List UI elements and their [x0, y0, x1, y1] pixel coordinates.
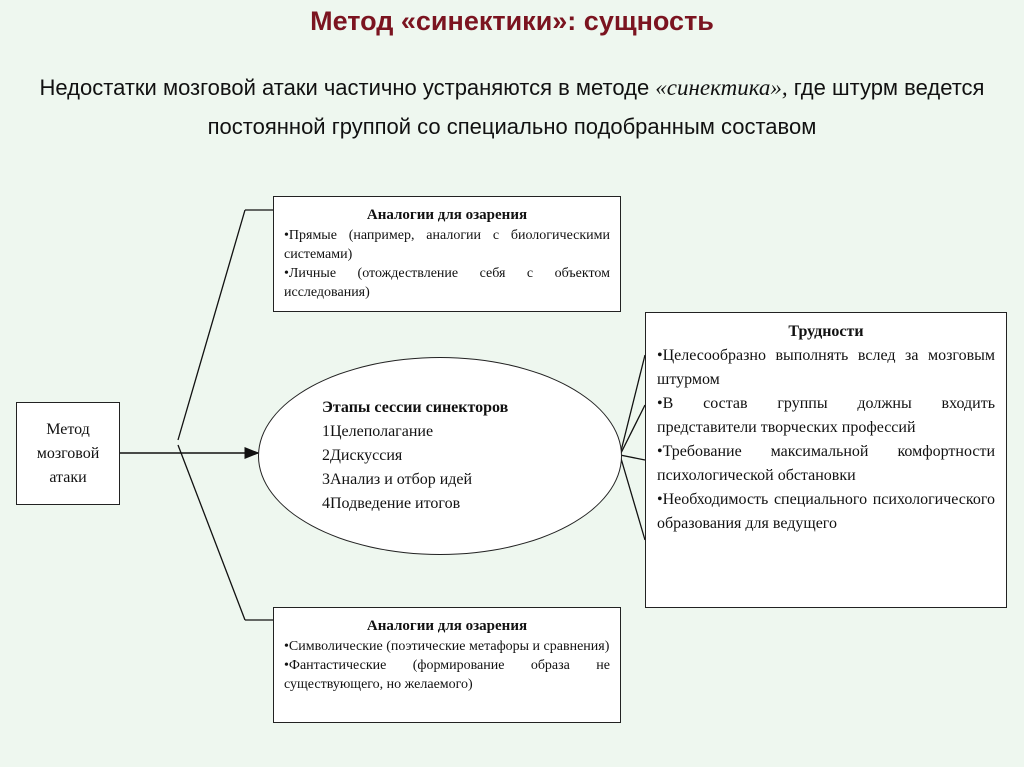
analogies-box-top: Аналогии для озарения •Прямые (например,…	[273, 196, 621, 312]
intro-part1: Недостатки мозговой атаки частично устра…	[39, 75, 656, 100]
intro-text: Недостатки мозговой атаки частично устра…	[30, 68, 994, 146]
connector-right-2	[619, 404, 646, 456]
analogies-box-bottom: Аналогии для озарения •Символические (по…	[273, 607, 621, 723]
stage-item-3: 3Анализ и отбор идей	[322, 471, 473, 488]
connector-right-4	[619, 454, 646, 541]
analogies-top-heading: Аналогии для озарения	[366, 207, 528, 223]
connector-bottom-branch	[177, 444, 246, 621]
connector-right-1	[619, 354, 646, 456]
session-stages-content: Этапы сессии синекторов 1Целеполагание 2…	[322, 396, 572, 516]
difficulty-item-2: •В состав группы должны входить представ…	[657, 395, 995, 436]
session-stages-ellipse	[258, 357, 622, 555]
stage-item-2: 2Дискуссия	[322, 447, 403, 464]
connector-top-branch	[177, 209, 246, 441]
intro-part2: где штурм ведется постоянной группой со …	[207, 75, 985, 139]
analogies-top-item-personal: •Личные (отождествление себя с объектом …	[284, 266, 610, 300]
analogies-top-item-direct: •Прямые (например, аналогии с биологичес…	[284, 228, 610, 262]
page-title: Метод «синектики»: сущность	[310, 6, 714, 36]
brainstorm-method-box: Метод мозговой атаки	[16, 402, 120, 505]
session-stages-heading: Этапы сессии синекторов	[322, 399, 509, 416]
difficulty-item-4: •Необходимость специального психологичес…	[657, 491, 995, 532]
connector-right-3	[619, 454, 646, 461]
difficulties-box: Трудности •Целесообразно выполнять вслед…	[645, 312, 1007, 608]
difficulty-item-1: •Целесообразно выполнять вслед за мозгов…	[657, 347, 995, 388]
analogies-bottom-item-symbolic: •Символические (поэтические метафоры и с…	[284, 639, 610, 654]
analogies-bottom-heading: Аналогии для озарения	[366, 618, 528, 634]
intro-emphasis: «синектика»,	[655, 75, 788, 100]
stage-item-4: 4Подведение итогов	[322, 495, 461, 512]
difficulty-item-3: •Требование максимальной комфортности пс…	[657, 443, 995, 484]
analogies-bottom-item-fantastic: •Фантастические (формирование образа не …	[284, 658, 610, 692]
difficulties-heading: Трудности	[788, 323, 864, 340]
stage-item-1: 1Целеполагание	[322, 423, 434, 440]
